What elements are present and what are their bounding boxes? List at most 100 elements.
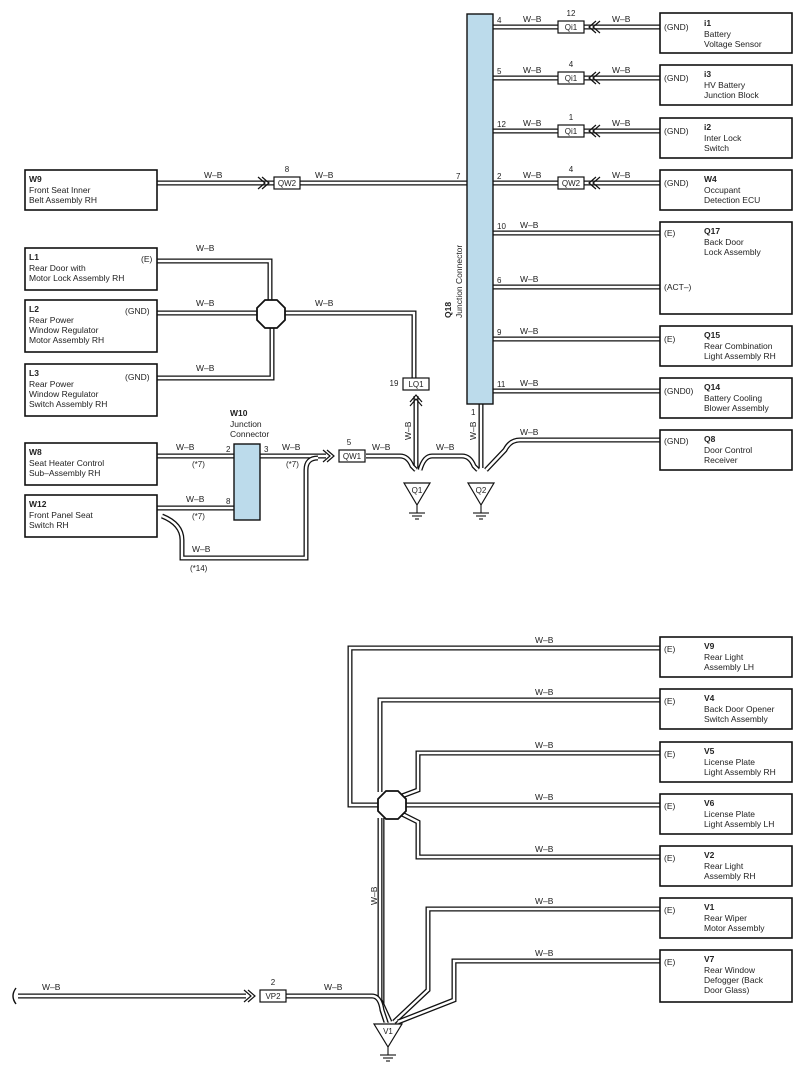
unit-w12: W12 Front Panel Seat Switch RH: [24, 494, 158, 538]
svg-text:(E): (E): [664, 228, 676, 238]
q18-pin: 6: [497, 276, 502, 285]
svg-text:Assembly RH: Assembly RH: [704, 871, 755, 881]
unit-w4: (GND) W4 Occupant Detection ECU: [659, 169, 793, 211]
wire-color-label: W–B: [523, 65, 542, 75]
svg-text:V7: V7: [704, 954, 715, 964]
svg-text:License Plate: License Plate: [704, 757, 755, 767]
svg-text:W8: W8: [29, 447, 42, 457]
note-mark: (*14): [190, 564, 208, 573]
ground-q2: Q2: [466, 482, 496, 520]
svg-text:Inter Lock: Inter Lock: [704, 133, 742, 143]
connector-name: LQ1: [408, 380, 424, 389]
wire-color-label: W–B: [436, 442, 455, 452]
wire-color-label: W–B: [612, 118, 631, 128]
q18-code: Q18: [443, 302, 453, 318]
wire-color-label: W–B: [520, 326, 539, 336]
svg-text:L3: L3: [29, 368, 39, 378]
unit-i1: (GND) i1 Battery Voltage Sensor: [659, 12, 793, 54]
svg-text:Motor Assembly RH: Motor Assembly RH: [29, 335, 104, 345]
svg-text:(E): (E): [664, 749, 676, 759]
connector-pin: 4: [569, 60, 574, 69]
svg-text:(E): (E): [664, 957, 676, 967]
wire-color-label: W–B: [535, 740, 554, 750]
svg-text:Occupant: Occupant: [704, 185, 741, 195]
svg-text:Receiver: Receiver: [704, 455, 738, 465]
svg-text:Belt Assembly RH: Belt Assembly RH: [29, 195, 97, 205]
svg-text:V2: V2: [704, 850, 715, 860]
svg-text:Lock Assembly: Lock Assembly: [704, 247, 761, 257]
q18-pin: 9: [497, 328, 502, 337]
svg-text:i2: i2: [704, 122, 711, 132]
connector-name: QW2: [278, 179, 297, 188]
wire-color-label: W–B: [535, 948, 554, 958]
svg-text:Front Seat Inner: Front Seat Inner: [29, 185, 91, 195]
svg-text:(GND): (GND): [664, 178, 689, 188]
svg-text:L1: L1: [29, 252, 39, 262]
wire-color-label: W–B: [520, 427, 539, 437]
wires: [18, 24, 660, 1025]
wire-color-label: W–B: [196, 363, 215, 373]
svg-text:Blower Assembly: Blower Assembly: [704, 403, 769, 413]
wire-color-label: W–B: [523, 118, 542, 128]
unit-l2: (GND) L2 Rear Power Window Regulator Mot…: [24, 299, 158, 353]
w10-code: W10: [230, 408, 248, 418]
svg-text:(E): (E): [664, 696, 676, 706]
svg-text:Defogger (Back: Defogger (Back: [704, 975, 764, 985]
unit-v6: (E) V6 License Plate Light Assembly LH: [659, 793, 793, 835]
wire-color-label: W–B: [520, 220, 539, 230]
svg-text:Junction Block: Junction Block: [704, 90, 760, 100]
svg-text:(GND): (GND): [125, 306, 150, 316]
q18-pin: 7: [456, 172, 461, 181]
q18-pin: 11: [497, 380, 506, 389]
svg-text:Switch Assembly RH: Switch Assembly RH: [29, 399, 107, 409]
wire-color-label: W–B: [369, 886, 379, 905]
svg-text:Light Assembly RH: Light Assembly RH: [704, 767, 776, 777]
q18-pin: 1: [471, 408, 476, 417]
unit-v5: (E) V5 License Plate Light Assembly RH: [659, 741, 793, 783]
svg-text:V6: V6: [704, 798, 715, 808]
svg-text:License Plate: License Plate: [704, 809, 755, 819]
svg-text:(GND0): (GND0): [664, 386, 693, 396]
svg-text:Window Regulator: Window Regulator: [29, 389, 99, 399]
wire-color-label: W–B: [535, 844, 554, 854]
svg-text:Front Panel Seat: Front Panel Seat: [29, 510, 93, 520]
connector-name: Qi1: [565, 74, 578, 83]
svg-text:(GND): (GND): [664, 22, 689, 32]
ground-name: V1: [383, 1027, 393, 1036]
svg-text:(ACT–): (ACT–): [664, 282, 692, 292]
unit-w8: W8 Seat Heater Control Sub–Assembly RH: [24, 442, 158, 486]
svg-text:Motor Assembly: Motor Assembly: [704, 923, 765, 933]
q18-pin: 4: [497, 16, 502, 25]
svg-text:Seat Heater Control: Seat Heater Control: [29, 458, 104, 468]
unit-v4: (E) V4 Back Door Opener Switch Assembly: [659, 688, 793, 730]
svg-text:Door Control: Door Control: [704, 445, 752, 455]
svg-text:Q17: Q17: [704, 226, 720, 236]
wire-color-label: W–B: [468, 421, 478, 440]
wire-color-label: W–B: [186, 494, 205, 504]
unit-i3: (GND) i3 HV Battery Junction Block: [659, 64, 793, 106]
unit-v1: (E) V1 Rear Wiper Motor Assembly: [659, 897, 793, 939]
wire-color-label: W–B: [176, 442, 195, 452]
wire-color-label: W–B: [612, 65, 631, 75]
inline-connectors: Qi1 12 Qi1 4 Qi1 1 QW2 4 QW2 8 LQ1 19 QW…: [12, 9, 601, 1005]
svg-text:Rear Power: Rear Power: [29, 379, 74, 389]
svg-text:Voltage Sensor: Voltage Sensor: [704, 39, 762, 49]
unit-w9: W9 Front Seat Inner Belt Assembly RH: [24, 169, 158, 211]
wire-color-label: W–B: [535, 792, 554, 802]
ground-name: Q2: [476, 486, 487, 495]
svg-text:Assembly LH: Assembly LH: [704, 662, 754, 672]
note-mark: (*7): [192, 512, 205, 521]
w10-label: Connector: [230, 429, 269, 439]
connector-name: Qi1: [565, 127, 578, 136]
q18-name: Junction Connector: [454, 245, 464, 318]
svg-text:(E): (E): [664, 905, 676, 915]
svg-text:V5: V5: [704, 746, 715, 756]
unit-l1: (E) L1 Rear Door with Motor Lock Assembl…: [24, 247, 158, 291]
svg-text:(GND): (GND): [664, 126, 689, 136]
wire-color-label: W–B: [535, 896, 554, 906]
svg-text:Battery Cooling: Battery Cooling: [704, 393, 762, 403]
connector-pin: 2: [271, 978, 276, 987]
svg-text:Light Assembly LH: Light Assembly LH: [704, 819, 774, 829]
svg-text:V9: V9: [704, 641, 715, 651]
wire-color-label: W–B: [42, 982, 61, 992]
